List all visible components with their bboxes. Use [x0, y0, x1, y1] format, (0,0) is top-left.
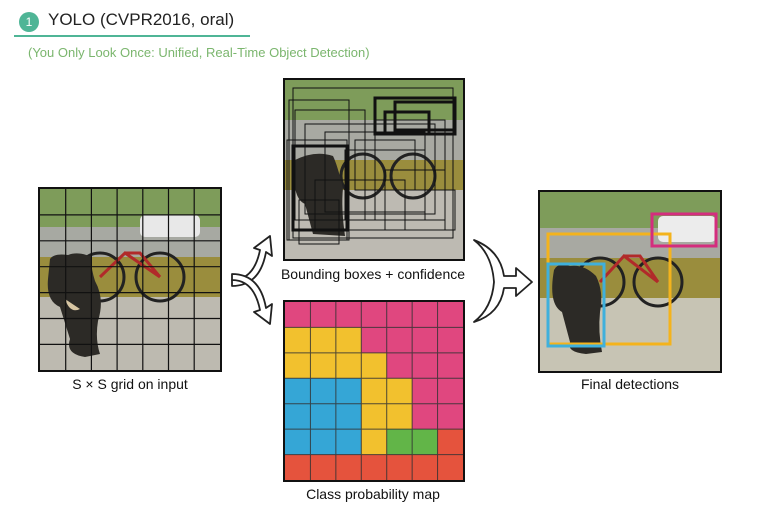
caption-final-detections: Final detections: [580, 376, 680, 392]
section-header: 1 YOLO (CVPR2016, oral): [14, 4, 264, 38]
bounding-boxes-image: [283, 78, 465, 261]
caption-class-map: Class probability map: [306, 486, 440, 502]
class-probability-map: [283, 300, 465, 482]
merge-arrow-icon: [473, 239, 533, 323]
input-image-grid: [38, 187, 222, 372]
paper-subtitle: (You Only Look Once: Unified, Real-Time …: [28, 45, 370, 60]
final-detections-image: [538, 190, 722, 373]
title-underline: [14, 35, 250, 37]
yolo-pipeline-figure: S × S grid on input: [0, 70, 776, 513]
caption-input-grid: S × S grid on input: [72, 376, 188, 392]
section-title: YOLO (CVPR2016, oral): [48, 10, 235, 29]
section-number-badge: 1: [19, 12, 39, 32]
caption-bounding-boxes: Bounding boxes + confidence: [280, 266, 466, 282]
split-arrow-icon: [231, 235, 273, 325]
